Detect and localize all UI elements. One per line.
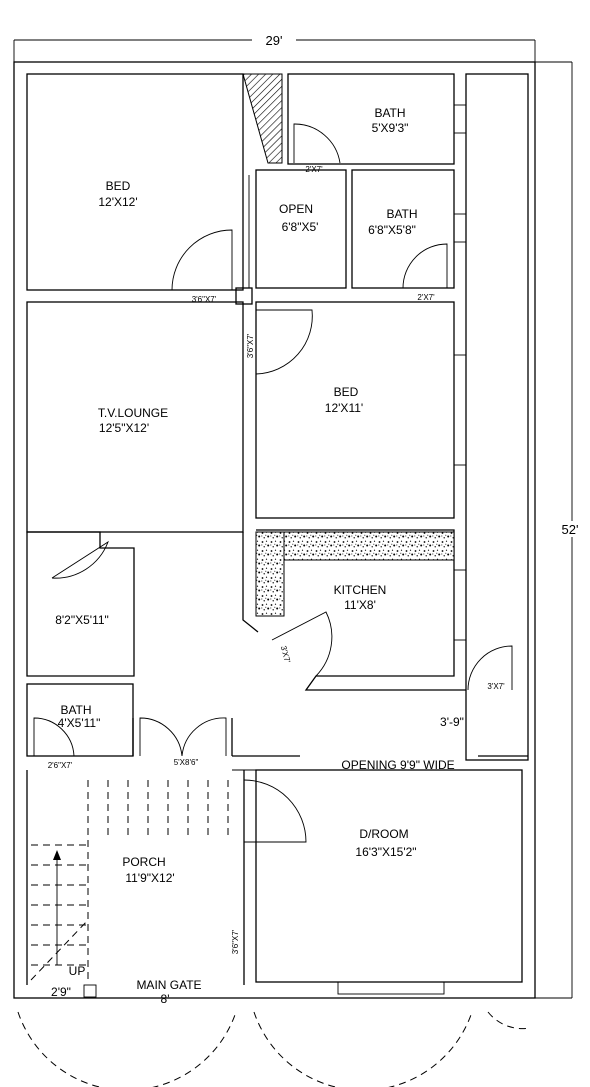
depth-label: 52' <box>562 522 579 537</box>
room-size-bath1: 5'X9'3" <box>372 121 409 135</box>
room-name-bath1: BATH <box>374 106 405 120</box>
room-name-kitchen: KITCHEN <box>334 583 387 597</box>
door-swings <box>17 123 531 1087</box>
width-label: 29' <box>266 33 283 48</box>
gate-width-label: 8' <box>161 992 170 1006</box>
opening-label: OPENING 9'9" WIDE <box>341 758 454 772</box>
door-label: 3'6"X7' <box>246 333 255 358</box>
passage-width-label: 3'-9" <box>440 715 464 729</box>
door-label: 3'X7' <box>279 645 292 664</box>
door-label: 2'X7' <box>305 165 323 174</box>
door-label: 2'X7' <box>417 293 435 302</box>
room-labels: BED 12'X12' BATH 5'X9'3" OPEN 6'8"X5' BA… <box>55 106 417 885</box>
room-size-droom: 16'3"X15'2" <box>355 845 416 859</box>
door-label: 3'6"X7' <box>192 295 217 304</box>
door-label: 3'6"X7' <box>231 929 240 954</box>
room-name-bath3: BATH <box>60 703 91 717</box>
room-name-bed2: BED <box>334 385 359 399</box>
room-size-store: 8'2"X5'11" <box>55 613 109 627</box>
stair-up-label: UP <box>69 964 86 978</box>
gate-name-label: MAIN GATE <box>136 978 201 992</box>
room-size-lounge: 12'5"X12' <box>99 421 149 435</box>
annotations: 3'-9" OPENING 9'9" WIDE UP 2'9" MAIN GAT… <box>51 715 464 1006</box>
room-size-open: 6'8"X5' <box>282 220 319 234</box>
room-name-bed1: BED <box>106 179 131 193</box>
door-labels: 2'X7' 3'6"X7' 2'X7' 3'6"X7' 3'X7' 3'X7' … <box>48 165 505 954</box>
room-name-bath2: BATH <box>386 207 417 221</box>
room-size-bath3: 4'X5'11" <box>58 716 101 730</box>
walls <box>13 61 536 999</box>
room-name-droom: D/ROOM <box>359 827 408 841</box>
room-name-lounge: T.V.LOUNGE <box>98 406 168 420</box>
room-size-bath2: 6'8"X5'8" <box>368 223 416 237</box>
door-label: 3'X7' <box>487 682 505 691</box>
room-size-kitchen: 11'X8' <box>344 598 376 612</box>
room-size-bed2: 12'X11' <box>325 401 363 415</box>
stair-width-label: 2'9" <box>51 985 71 999</box>
porch-stairs <box>30 780 229 998</box>
room-size-bed1: 12'X12' <box>98 195 137 209</box>
room-name-porch: PORCH <box>122 855 165 869</box>
room-name-open: OPEN <box>279 202 313 216</box>
depth-dimension: 52' <box>535 61 588 999</box>
door-label: 5'X8'6" <box>174 758 199 767</box>
door-label: 2'6"X7' <box>48 761 73 770</box>
width-dimension: 29' <box>13 32 536 62</box>
room-size-porch: 11'9"X12' <box>125 871 174 885</box>
